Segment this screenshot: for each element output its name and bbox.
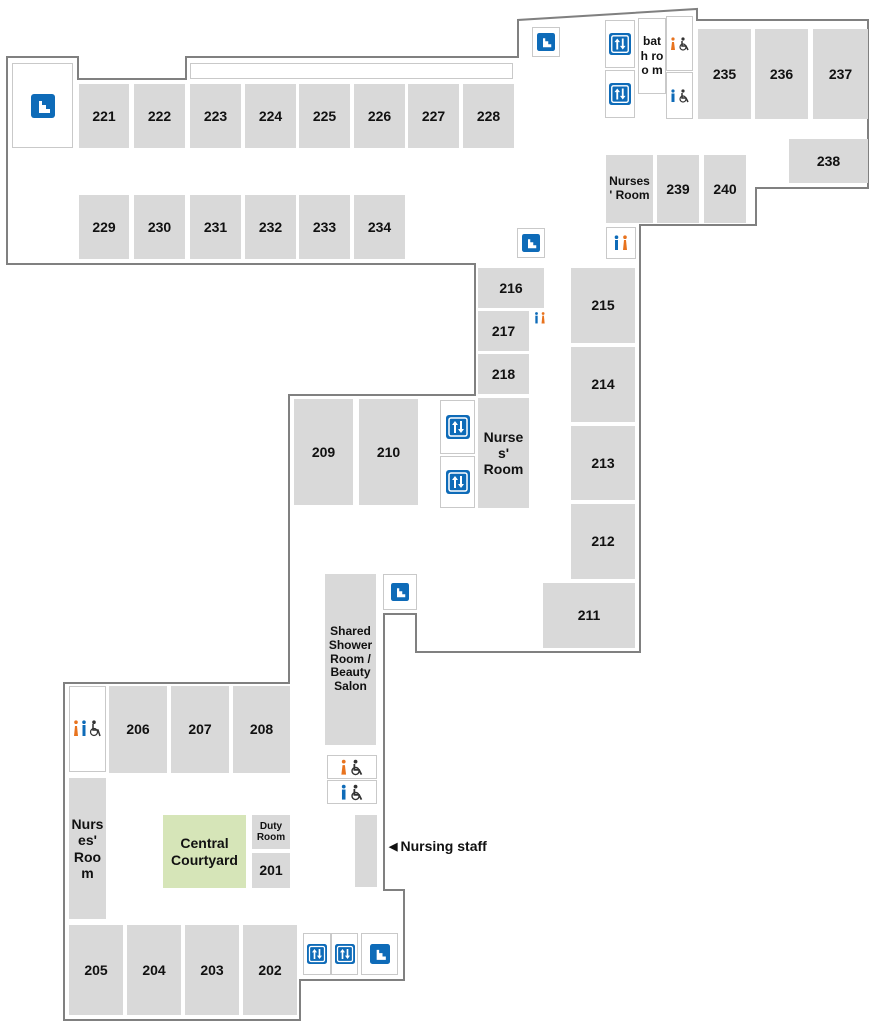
stairs-box-top-notch	[532, 27, 560, 57]
room-202: 202	[243, 925, 297, 1015]
bathroom-top: bat h roo m	[638, 18, 666, 94]
room-215: 215	[571, 268, 635, 343]
elevator-icon	[445, 470, 470, 494]
room-238: 238	[789, 139, 868, 183]
stairs-box-top-left	[12, 63, 73, 148]
room-203: 203	[185, 925, 239, 1015]
room-216: 216	[478, 268, 544, 308]
restroom-icon	[534, 312, 545, 324]
room-239: 239	[657, 155, 699, 223]
room-237: 237	[813, 29, 868, 119]
room-226: 226	[354, 84, 405, 148]
bathroom-label: bat h roo m	[640, 34, 664, 78]
room-201: 201	[252, 853, 290, 888]
room-212: 212	[571, 504, 635, 579]
stairs-icon	[391, 583, 409, 601]
restroom-box-small	[532, 310, 547, 326]
restroom-icon	[614, 235, 627, 250]
male-accessible-restroom-icon	[670, 88, 689, 103]
nurses-room-left: Nurs es' Roo m	[69, 778, 106, 919]
female-accessible-restroom-icon	[341, 759, 363, 775]
room-214: 214	[571, 347, 635, 422]
elevator-box-top-2	[605, 70, 635, 118]
room-228: 228	[463, 84, 514, 148]
elevator-box-bottom-2	[331, 933, 358, 975]
elevator-icon	[334, 944, 355, 964]
room-217: 217	[478, 311, 529, 351]
restroom-box-female-accessible-mid	[327, 755, 377, 779]
room-224: 224	[245, 84, 296, 148]
elevator-icon	[609, 83, 631, 105]
central-courtyard-label: Central Courtyard	[171, 835, 238, 868]
room-204: 204	[127, 925, 181, 1015]
corridor-bar	[190, 63, 513, 79]
elevator-icon	[609, 33, 631, 55]
stairs-icon	[537, 33, 555, 51]
elevator-box-top-1	[605, 20, 635, 68]
room-235: 235	[698, 29, 751, 119]
stairs-box-bottom	[361, 933, 398, 975]
room-225: 225	[299, 84, 350, 148]
duty-room: Duty Room	[252, 815, 290, 849]
shared-shower-room: Shared Shower Room / Beauty Salon	[325, 574, 376, 745]
room-222: 222	[134, 84, 185, 148]
female-accessible-restroom-icon	[670, 36, 689, 51]
room-206: 206	[109, 686, 167, 773]
triangle-left-icon: ◀	[389, 840, 398, 853]
room-209: 209	[294, 399, 353, 505]
room-218: 218	[478, 354, 529, 394]
room-221: 221	[79, 84, 129, 148]
room-223: 223	[190, 84, 241, 148]
room-230: 230	[134, 195, 185, 259]
room-227: 227	[408, 84, 459, 148]
room-240: 240	[704, 155, 746, 223]
elevator-box-mid-2	[440, 456, 475, 508]
elevator-icon	[307, 944, 327, 964]
central-courtyard: Central Courtyard	[163, 815, 246, 888]
room-236: 236	[755, 29, 808, 119]
room-208: 208	[233, 686, 290, 773]
stairs-icon	[30, 93, 55, 118]
restroom-box-male-accessible-mid	[327, 780, 377, 804]
elevator-box-mid-1	[440, 400, 475, 454]
room-207: 207	[171, 686, 229, 773]
room-211: 211	[543, 583, 635, 648]
room-210: 210	[359, 399, 418, 505]
nurses-room-left-label: Nurs es' Roo m	[71, 816, 104, 881]
room-233: 233	[299, 195, 350, 259]
room-234: 234	[354, 195, 405, 259]
stairs-box-mid-top	[517, 228, 545, 258]
restroom-box-unisex-top	[606, 227, 636, 259]
room-205: 205	[69, 925, 123, 1015]
nurses-room-top-label: Nurses ' Room	[609, 174, 650, 202]
nurses-room-top: Nurses ' Room	[606, 155, 653, 223]
shared-shower-label: Shared Shower Room / Beauty Salon	[328, 624, 373, 694]
stairs-icon	[369, 944, 390, 964]
nursing-staff-counter	[355, 815, 377, 887]
stairs-box-mid	[383, 574, 417, 610]
elevator-box-bottom-1	[303, 933, 331, 975]
nurses-room-mid-label: Nurse s' Room	[483, 428, 524, 478]
elevator-icon	[445, 415, 470, 439]
restroom-box-bottom-left	[69, 686, 106, 772]
nurses-room-mid: Nurse s' Room	[478, 398, 529, 508]
duty-room-label: Duty Room	[256, 820, 286, 844]
nursing-staff-label: ◀ Nursing staff	[389, 836, 487, 856]
nursing-staff-text: Nursing staff	[400, 838, 487, 854]
room-232: 232	[245, 195, 296, 259]
room-213: 213	[571, 426, 635, 500]
room-229: 229	[79, 195, 129, 259]
accessible-restroom-icon	[73, 720, 101, 737]
room-231: 231	[190, 195, 241, 259]
stairs-icon	[522, 234, 540, 252]
male-accessible-restroom-icon	[341, 784, 363, 800]
restroom-box-female-accessible	[666, 16, 693, 71]
restroom-box-male-accessible	[666, 72, 693, 119]
